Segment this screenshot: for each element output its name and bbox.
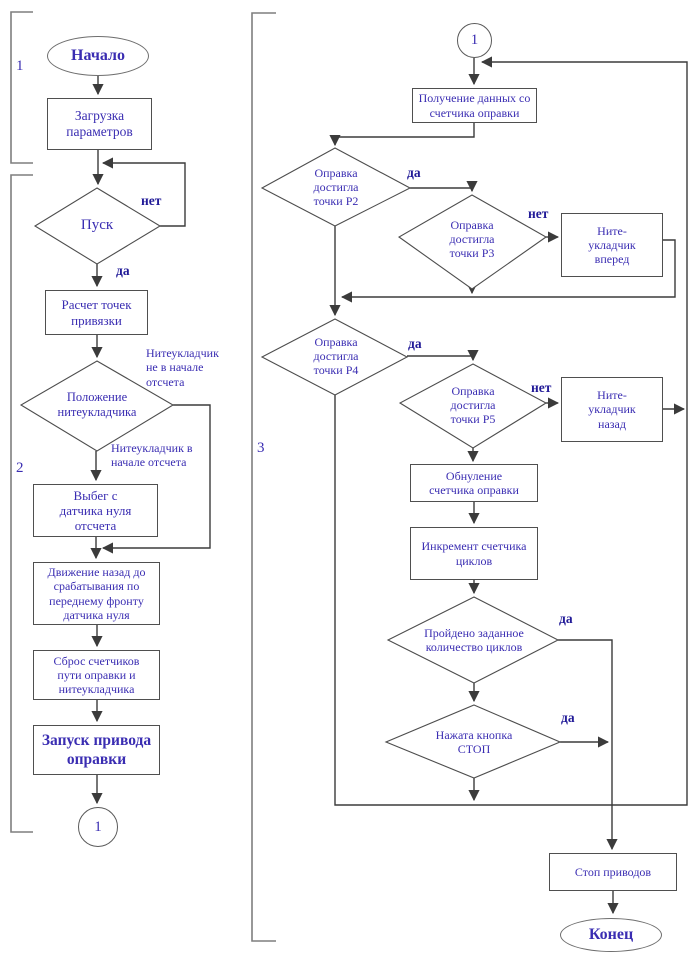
process-stop-drives-label: Стоп приводов	[574, 864, 652, 879]
branch-p3-no-label: нет	[528, 206, 549, 221]
process-reset-mandrel-counter-label: Обнуление счетчика оправки	[429, 468, 519, 497]
branch-run-yes-label: да	[116, 263, 130, 278]
terminator-start: Начало	[47, 36, 149, 76]
process-layer-forward-label: Ните-укладчик вперед	[588, 223, 636, 267]
connector-1-left: 1	[78, 807, 118, 847]
edge-layerpos-bypass	[101, 404, 211, 554]
process-calc-points: Расчет точек привязки	[45, 290, 148, 335]
process-get-data-label: Получение данных со счетчика оправки	[418, 91, 531, 120]
process-start-drive-label: Запуск привода оправки	[41, 731, 152, 768]
edge-main-loop	[334, 56, 688, 806]
edge-getdata-p2	[329, 123, 475, 147]
section-2-label: 2	[16, 460, 24, 476]
process-layer-forward: Ните-укладчик вперед	[561, 213, 663, 277]
terminator-end: Конец	[560, 918, 662, 952]
connector-1-right-label: 1	[470, 32, 479, 48]
decision-p3-label: Оправка достигла точки Р3	[432, 216, 512, 262]
process-reset-counters-label: Сброс счетчиков пути оправки и нитеуклад…	[53, 653, 140, 697]
process-move-back: Движение назад до срабатывания по передн…	[33, 562, 160, 625]
process-runout: Выбег с датчика нуля отсчета	[33, 484, 158, 537]
decision-p4-shape	[260, 318, 409, 396]
process-layer-back: Ните-укладчик назад	[561, 377, 663, 442]
decision-cycles-shape	[386, 596, 560, 684]
section-3-label: 3	[257, 440, 265, 456]
branch-origin-label: Нитеукладчик в начале отсчета	[111, 441, 193, 470]
process-layer-back-label: Ните-укладчик назад	[588, 388, 636, 431]
edge-cycles-yes	[558, 639, 618, 851]
branch-cycles-yes-label: да	[559, 611, 573, 626]
branch-p4-yes-label: да	[408, 336, 422, 351]
process-reset-mandrel-counter: Обнуление счетчика оправки	[410, 464, 538, 502]
process-calc-points-label: Расчет точек привязки	[61, 297, 132, 328]
process-reset-counters: Сброс счетчиков пути оправки и нитеуклад…	[33, 650, 160, 700]
terminator-start-label: Начало	[71, 47, 125, 64]
branch-not-origin-label: Нитеукладчик не в начале отсчета	[146, 346, 219, 389]
decision-p4-label: Оправка достигла точки Р4	[296, 333, 376, 379]
decision-p5-text: Оправка достигла точки Р5	[450, 383, 496, 427]
connector-1-right: 1	[457, 23, 492, 58]
process-move-back-label: Движение назад до срабатывания по передн…	[47, 565, 146, 622]
decision-stop-label: Нажата кнопка СТОП	[404, 726, 544, 758]
decision-stop-shape	[384, 704, 562, 779]
branch-run-no-label: нет	[141, 193, 162, 208]
decision-p4-text: Оправка достигла точки Р4	[313, 334, 359, 378]
process-stop-drives: Стоп приводов	[549, 853, 677, 891]
bracket-section-2	[10, 174, 33, 833]
edge-p4-yes-p5	[407, 349, 479, 362]
decision-p5-label: Оправка достигла точки Р5	[433, 382, 513, 428]
edge-forward-loop	[340, 239, 676, 303]
process-increment-cycles-label: Инкремент счетчика циклов	[421, 539, 527, 568]
decision-p5-shape	[398, 363, 548, 449]
process-load-params: Загрузка параметров	[47, 98, 152, 150]
bracket-section-3	[251, 12, 276, 942]
decision-cycles-label: Пройдено заданное количество циклов	[394, 624, 554, 656]
decision-p2-label: Оправка достигла точки Р2	[296, 164, 376, 210]
decision-layerpos-label: Положение нитеукладчика	[37, 388, 157, 422]
branch-stop-yes-label: да	[561, 710, 575, 725]
process-start-drive: Запуск привода оправки	[33, 725, 160, 775]
section-1-label: 1	[16, 58, 24, 74]
decision-layerpos-shape	[19, 360, 175, 452]
decision-cycles-text: Пройдено заданное количество циклов	[424, 625, 524, 654]
decision-layerpos-text: Положение нитеукладчика	[57, 390, 137, 419]
process-load-params-label: Загрузка параметров	[66, 108, 133, 139]
decision-run-shape	[33, 187, 162, 265]
decision-stop-text: Нажата кнопка СТОП	[435, 727, 513, 756]
decision-run-label: Пуск	[80, 217, 114, 234]
decision-p2-shape	[260, 147, 412, 227]
process-get-data: Получение данных со счетчика оправки	[412, 88, 537, 123]
edge-p2-yes-p3	[410, 180, 478, 193]
process-runout-label: Выбег с датчика нуля отсчета	[59, 487, 132, 534]
connector-1-left-label: 1	[94, 818, 102, 835]
decision-p2-text: Оправка достигла точки Р2	[313, 165, 359, 209]
bracket-section-1	[10, 11, 33, 164]
decision-p3-shape	[397, 194, 548, 290]
branch-p2-yes-label: да	[407, 165, 421, 180]
terminator-end-label: Конец	[588, 926, 634, 943]
branch-p5-no-label: нет	[531, 380, 552, 395]
decision-p3-text: Оправка достигла точки Р3	[449, 217, 495, 261]
edge-run-no-loop	[101, 157, 186, 227]
process-increment-cycles: Инкремент счетчика циклов	[410, 527, 538, 580]
